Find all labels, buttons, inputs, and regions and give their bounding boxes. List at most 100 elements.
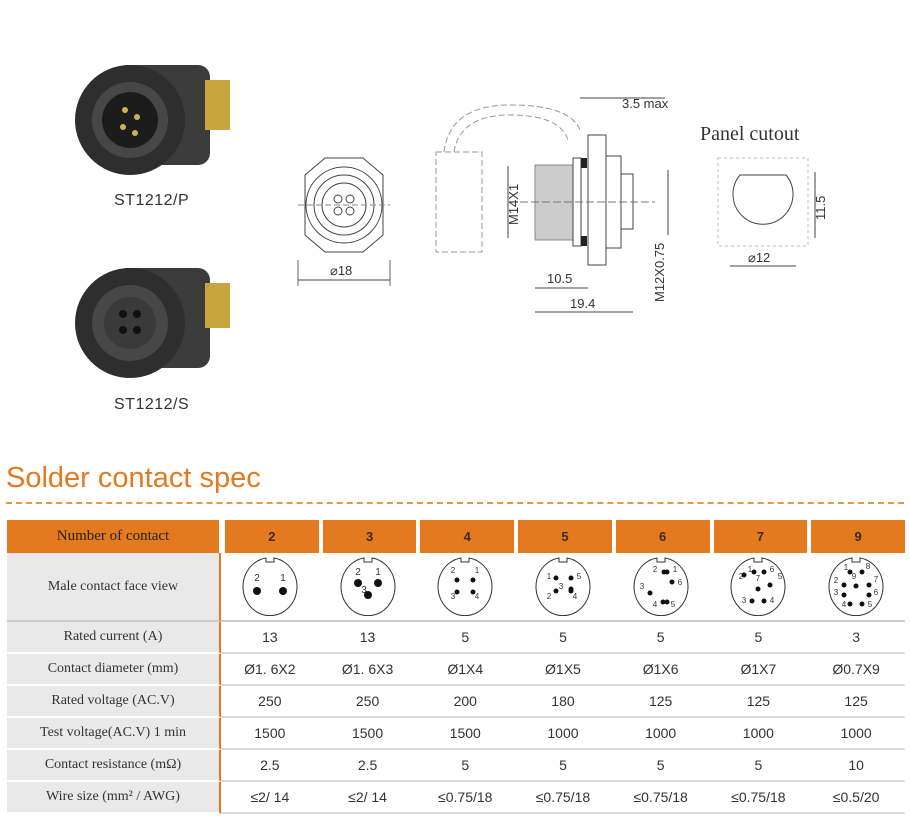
cell-value: 250 [318, 686, 417, 718]
pin-label: 2 [254, 573, 260, 584]
pin-label: 2 [547, 592, 552, 601]
pin-label: 7 [874, 575, 879, 584]
row-label: Contact resistance (mΩ) [7, 750, 221, 782]
cell-value: 1000 [709, 718, 808, 750]
cell-value: 1500 [416, 718, 515, 750]
cell-value: 5 [416, 622, 515, 654]
pin-label: 6 [874, 588, 879, 597]
row-label: Contact diameter (mm) [7, 654, 221, 686]
pin-dot [866, 582, 872, 588]
pin-label: 1 [280, 573, 286, 584]
cell-value: 5 [611, 622, 710, 654]
pin-label: 1 [547, 572, 552, 581]
cell-value: 125 [611, 686, 710, 718]
cell-value: 5 [416, 750, 515, 782]
pin-dot [454, 577, 460, 583]
pin-dot [859, 569, 865, 575]
cell-value: ≤2/ 14 [221, 782, 319, 814]
header-col-6: 6 [611, 520, 710, 553]
pin-dot [373, 579, 382, 587]
pin-dot [660, 599, 666, 605]
pin-label: 2 [652, 565, 657, 574]
pin-label: 1 [748, 565, 753, 574]
pin-label: 8 [866, 562, 871, 571]
cell-value: 13 [221, 622, 319, 654]
cell-value: 5 [611, 750, 710, 782]
cell-value: 1000 [514, 718, 612, 750]
pin-dot [664, 599, 670, 605]
pin-label: 4 [652, 600, 657, 609]
cell-value: ≤0.75/18 [416, 782, 515, 814]
cell-value: Ø1X4 [416, 654, 515, 686]
thread-dim: M14X1 [506, 184, 521, 225]
cell-value: ≤0.75/18 [709, 782, 808, 814]
pin-label: 2 [355, 567, 361, 578]
cell-value: Ø0.7X9 [807, 654, 905, 686]
cell-value: ≤0.5/20 [807, 782, 905, 814]
pin-dot [841, 592, 847, 598]
pin-label: 1 [672, 565, 677, 574]
table-row: Wire size (mm² / AWG)≤2/ 14≤2/ 14≤0.75/1… [7, 782, 905, 814]
cell-value: 1500 [221, 718, 319, 750]
cell-value: 10 [807, 750, 905, 782]
panel-cutout-drawing: 11.5 ⌀12 [717, 157, 828, 267]
rear-thread-dim: M12X0.75 [652, 243, 667, 302]
pin-dot [767, 582, 773, 588]
panel-cutout-title: Panel cutout [700, 123, 800, 145]
cell-value: 180 [514, 686, 612, 718]
cell-value: 200 [416, 686, 515, 718]
cell-value: ≤2/ 14 [318, 782, 417, 814]
cell-value: Ø1. 6X2 [221, 654, 319, 686]
cell-value: 1000 [611, 718, 710, 750]
pin-dot [761, 598, 767, 604]
pin-label: 1 [844, 563, 849, 572]
pin-label: 4 [573, 592, 578, 601]
pin-label: 5 [577, 572, 582, 581]
header-col-3: 3 [318, 520, 417, 553]
pin-dot [664, 569, 670, 575]
pin-dot [568, 588, 574, 594]
row-label: Test voltage(AC.V) 1 min [7, 718, 221, 750]
cell-value: 250 [221, 686, 319, 718]
pin-label: 2 [834, 576, 839, 585]
pin-label: 3 [361, 585, 367, 596]
side-view-drawing: M14X1 3.5 max 10.5 19.4 M12X0.75 [435, 96, 669, 313]
pin-label: 4 [770, 596, 775, 605]
pin-label: 6 [770, 565, 775, 574]
pin-dot [470, 589, 476, 595]
pin-label: 3 [834, 588, 839, 597]
header-col-9: 9 [807, 520, 905, 553]
product-label-socket: ST1212/S [114, 396, 190, 413]
pin-dot [841, 582, 847, 588]
header-label: Number of contact [7, 520, 221, 553]
pin-dot [859, 601, 865, 607]
cell-value: 5 [514, 622, 612, 654]
cell-value: Ø1. 6X3 [318, 654, 417, 686]
pin-dot [847, 569, 853, 575]
pin-dot [553, 588, 559, 594]
header-col-2: 2 [221, 520, 319, 553]
cell-value: Ø1X6 [611, 654, 710, 686]
pin-dot [761, 569, 767, 575]
face-view-label: Male contact face view [7, 553, 221, 622]
pin-dot [669, 579, 675, 585]
pin-label: 9 [852, 572, 857, 581]
pin-label: 3 [742, 596, 747, 605]
cell-value: 5 [709, 622, 808, 654]
pin-dot [749, 598, 755, 604]
length-b-dim: 19.4 [570, 296, 595, 311]
pin-label: 3 [639, 582, 644, 591]
pin-label: 2 [739, 572, 744, 581]
pin-dot [866, 592, 872, 598]
pin-label: 3 [451, 592, 456, 601]
pin-label: 5 [670, 600, 675, 609]
